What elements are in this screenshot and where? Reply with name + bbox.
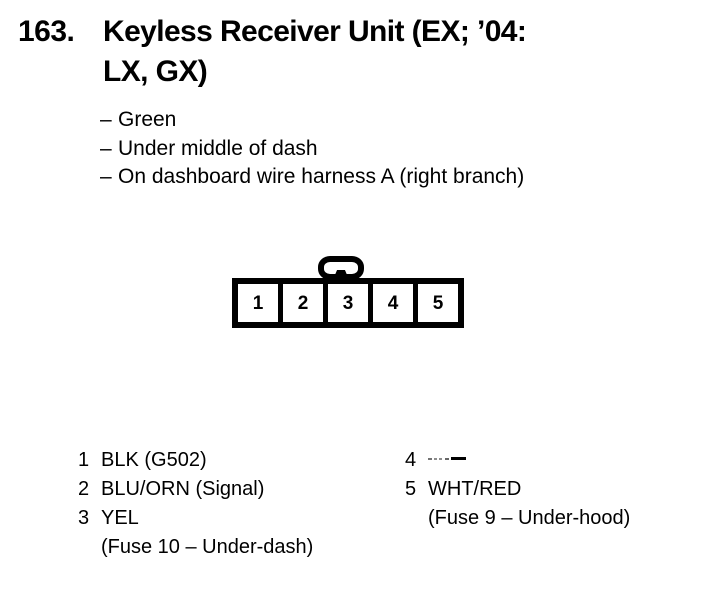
dash-icon: –	[100, 136, 112, 160]
connector-cavity-4: 4	[373, 284, 413, 322]
pin-row-2: 2 BLU/ORN (Signal)	[78, 475, 398, 504]
title-line-1: Keyless Receiver Unit (EX; ’04:	[103, 15, 527, 48]
pin-legend-right-column: 4 5 WHT/RED (Fuse 9 – Under-hood)	[405, 446, 700, 533]
connector-cavity-5: 5	[418, 284, 458, 322]
pin-legend: 1 BLK (G502) 2 BLU/ORN (Signal) 3 YEL (F…	[0, 446, 704, 576]
connector-shell: 1 2 3 4 5	[232, 278, 464, 328]
pin-row-5: 5 WHT/RED	[405, 475, 700, 504]
pin-label-4	[428, 446, 700, 475]
pin-label-2: BLU/ORN (Signal)	[101, 478, 265, 500]
list-item: – Under middle of dash	[100, 135, 660, 164]
pin-number-2: 2	[78, 478, 90, 500]
detail-harness: On dashboard wire harness A (right branc…	[118, 165, 525, 188]
detail-color: Green	[118, 108, 177, 131]
pin-row-1: 1 BLK (G502)	[78, 446, 398, 475]
dash-icon: –	[100, 108, 112, 131]
title-line-2: LX, GX)	[103, 55, 208, 88]
unused-pin-dash-icon	[428, 450, 468, 466]
connector-cavity-1: 1	[238, 284, 278, 322]
detail-location: Under middle of dash	[118, 136, 318, 160]
pin-sublabel-3: (Fuse 10 – Under-dash)	[101, 536, 314, 558]
title-first-line: 163. Keyless Receiver Unit (EX; ’04:	[18, 12, 690, 52]
list-item: – Green	[100, 106, 660, 135]
dash-icon: –	[100, 165, 112, 188]
pin-number-5: 5	[405, 478, 417, 500]
pin-legend-left-column: 1 BLK (G502) 2 BLU/ORN (Signal) 3 YEL (F…	[78, 446, 398, 562]
pin-number-3: 3	[78, 507, 90, 529]
section-number: 163.	[18, 15, 75, 48]
pin-label-3: YEL	[101, 507, 139, 529]
pin-row-3: 3 YEL	[78, 504, 398, 533]
list-item: – On dashboard wire harness A (right bra…	[100, 163, 660, 192]
page-title: 163. Keyless Receiver Unit (EX; ’04: LX,…	[18, 12, 690, 92]
pin-label-5: WHT/RED	[428, 478, 522, 500]
title-second-line: LX, GX)	[18, 52, 690, 92]
pin-label-1: BLK (G502)	[101, 449, 207, 471]
connector-cavity-2: 2	[283, 284, 323, 322]
pin-number-1: 1	[78, 449, 90, 471]
pin-sublabel-5: (Fuse 9 – Under-hood)	[428, 507, 631, 529]
pin-row-4: 4	[405, 446, 700, 475]
connector-details-list: – Green – Under middle of dash – On dash…	[100, 106, 660, 192]
pin-number-4: 4	[405, 449, 417, 471]
connector-diagram: 1 2 3 4 5	[232, 256, 464, 328]
connector-cavity-3: 3	[328, 284, 368, 322]
